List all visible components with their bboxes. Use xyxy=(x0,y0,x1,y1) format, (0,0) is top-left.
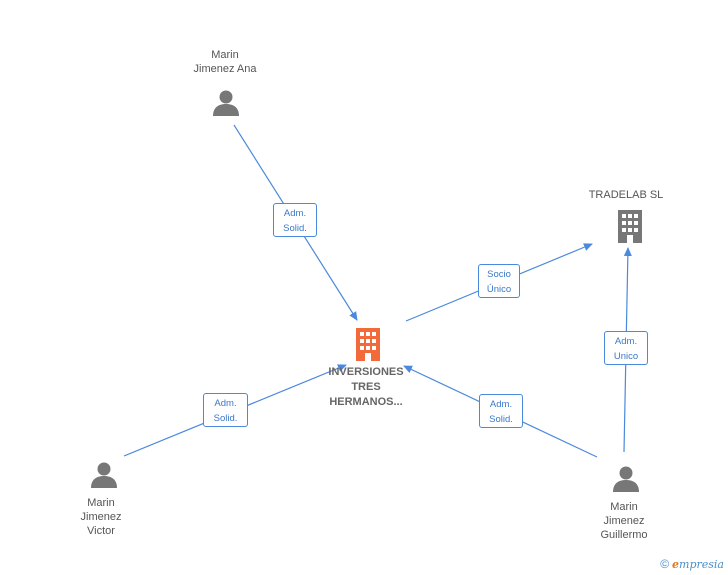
node-label: Marin Jimenez Ana xyxy=(170,48,280,76)
footer-brand: © empresia xyxy=(660,557,724,571)
node-label-line: Victor xyxy=(87,525,115,537)
node-marin-jimenez-guillermo[interactable]: Marin Jimenez Guillermo xyxy=(584,500,664,542)
node-inversiones-tres-hermanos[interactable]: INVERSIONES TRES HERMANOS... xyxy=(316,365,416,410)
brand-initial: e xyxy=(672,557,680,571)
edge-label-adm-unico[interactable]: Adm. Unico xyxy=(604,331,648,365)
brand-rest: mpresia xyxy=(679,557,724,571)
edge-label-ana-adm-solid[interactable]: Adm. Solid. xyxy=(273,203,317,237)
edge-label-line: Solid. xyxy=(213,413,238,424)
node-label: TRADELAB SL xyxy=(576,188,676,202)
node-label: Marin Jimenez Guillermo xyxy=(584,500,664,542)
person-icon[interactable] xyxy=(611,464,641,494)
node-label-line: Marin xyxy=(87,497,115,509)
edge-label-line: Solid. xyxy=(489,414,513,425)
edge-label-line: Unico xyxy=(613,351,639,362)
edge-label-victor-adm-solid[interactable]: Adm. Solid. xyxy=(203,393,248,427)
node-label-line: TRADELAB SL xyxy=(588,189,664,201)
person-icon[interactable] xyxy=(211,88,241,118)
node-tradelab-sl[interactable]: TRADELAB SL xyxy=(576,188,676,202)
building-icon[interactable] xyxy=(614,209,646,243)
node-label-line: Jimenez Ana xyxy=(193,63,257,75)
node-label: Marin Jimenez Victor xyxy=(61,496,141,538)
edge-label-socio-unico[interactable]: Socio Único xyxy=(478,264,520,298)
edge-label-line: Adm. xyxy=(489,399,513,410)
edge-label-line: Socio xyxy=(487,269,511,280)
edge-label-line: Adm. xyxy=(614,336,638,347)
node-label-line: Marin xyxy=(211,49,239,61)
copyright-symbol: © xyxy=(660,557,670,571)
node-label-line: TRES xyxy=(351,381,381,393)
node-label-line: Jimenez xyxy=(80,511,122,523)
edge-label-line: Solid. xyxy=(283,223,307,234)
node-label: INVERSIONES TRES HERMANOS... xyxy=(316,365,416,410)
building-icon[interactable] xyxy=(352,327,384,361)
node-marin-jimenez-ana[interactable]: Marin Jimenez Ana xyxy=(170,48,280,76)
edge-label-guillermo-adm-solid[interactable]: Adm. Solid. xyxy=(479,394,523,428)
node-label-line: Guillermo xyxy=(600,529,648,541)
empresia-logo: empresia xyxy=(672,558,724,571)
edge-label-line: Adm. xyxy=(214,398,237,409)
edge-label-line: Adm. xyxy=(283,208,307,219)
node-marin-jimenez-victor[interactable]: Marin Jimenez Victor xyxy=(61,496,141,538)
node-label-line: Marin xyxy=(610,501,638,513)
edge-label-line: Único xyxy=(486,284,512,295)
node-label-line: HERMANOS... xyxy=(329,396,403,408)
node-label-line: INVERSIONES xyxy=(328,366,404,378)
node-label-line: Jimenez xyxy=(603,515,645,527)
person-icon[interactable] xyxy=(89,460,119,490)
